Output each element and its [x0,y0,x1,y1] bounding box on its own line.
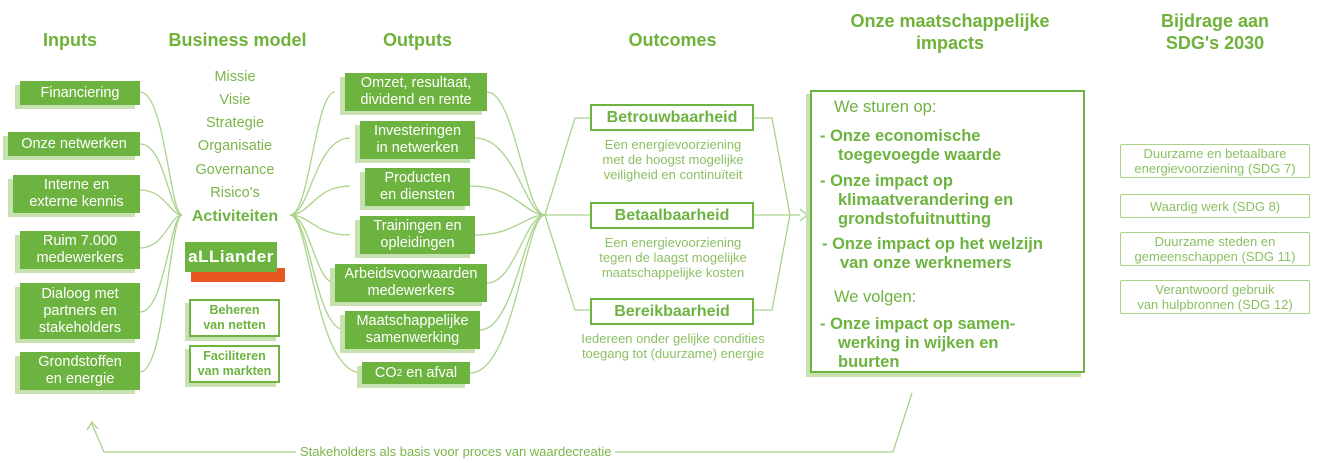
header-outcomes: Outcomes [628,30,717,50]
input-financiering: Financiering [20,81,140,105]
bm-activiteiten: Activiteiten [191,208,279,225]
bm-risicos: Risico's [210,185,260,201]
outcome-betaalbaarheid: Betaalbaarheid [590,202,754,229]
header-outputs: Outputs [383,30,452,50]
outcome-betrouwbaarheid: Betrouwbaarheid [590,104,754,131]
bm-visie: Visie [219,92,251,108]
header-business-model: Business model [168,30,307,50]
output-omzet: Omzet, resultaat,dividend en rente [345,73,487,111]
feedback-loop-label: Stakeholders als basis voor proces van w… [296,444,616,459]
bm-strategie: Strategie [205,115,265,131]
sdg-8: Waardig werk (SDG 8) [1120,194,1310,218]
impacts-volgen-label: We volgen: [834,288,917,306]
bm-missie: Missie [214,69,256,85]
outcome-bereikbaarheid: Bereikbaarheid [590,298,754,325]
header-inputs: Inputs [43,30,97,50]
bm-governance: Governance [195,162,275,178]
alliander-logo: aLLiander [185,242,285,282]
input-onze-netwerken: Onze netwerken [8,132,140,156]
impact-samenwerking: - Onze impact op samen-werking in wijken… [820,315,1016,371]
bm-organisatie: Organisatie [197,138,273,154]
impacts-sturen-label: We sturen op: [834,98,937,116]
